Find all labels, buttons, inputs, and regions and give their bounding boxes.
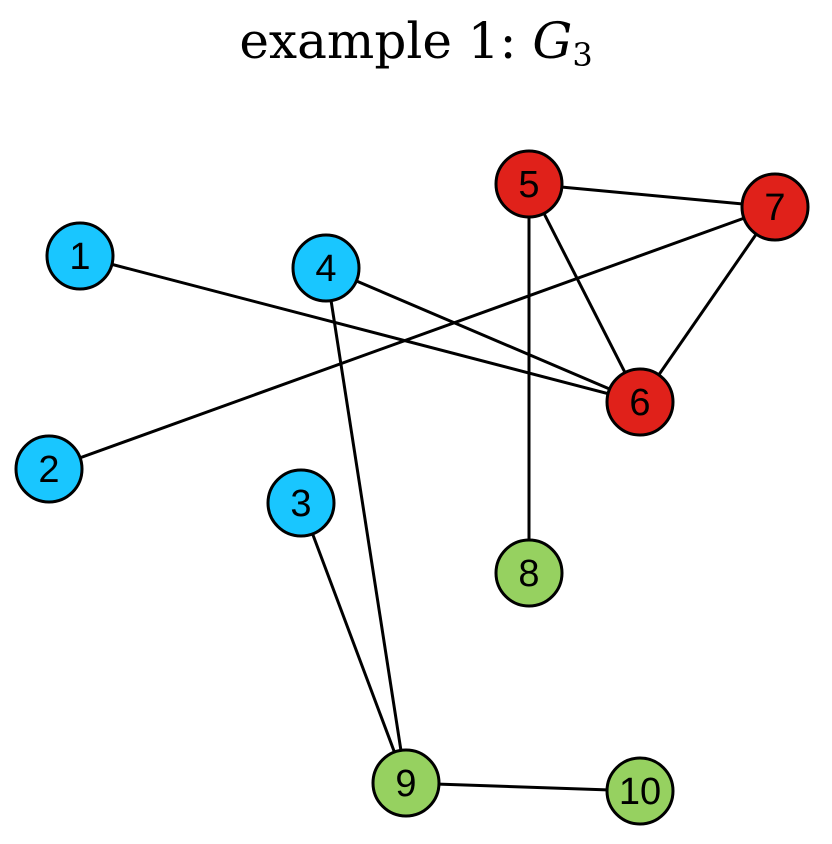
edge-5-7 (528, 182, 776, 209)
edge-3-9 (299, 502, 408, 784)
title-symbol: G (532, 12, 573, 70)
edge-4-6 (325, 266, 641, 404)
node-5-circle (494, 149, 564, 219)
node-2-label: 2 (38, 449, 59, 491)
edge-5-6 (527, 183, 642, 403)
node-8-label: 8 (518, 553, 539, 595)
node-8: 8 (494, 538, 564, 608)
node-3: 3 (266, 468, 336, 538)
node-5-label: 5 (518, 164, 539, 206)
node-4: 4 (291, 233, 361, 303)
node-9: 9 (371, 748, 441, 818)
node-3-label: 3 (290, 483, 311, 525)
node-8-circle (494, 538, 564, 608)
node-4-label: 4 (315, 248, 336, 290)
node-2: 2 (14, 434, 84, 504)
title-subscript: 3 (572, 36, 593, 74)
edge-7-6 (638, 206, 777, 403)
edge-9-10 (405, 781, 641, 793)
node-1-circle (45, 221, 115, 291)
node-10-circle (605, 756, 675, 826)
node-10: 10 (605, 756, 675, 826)
edge-1-6 (79, 254, 641, 404)
node-1: 1 (45, 221, 115, 291)
node-9-label: 9 (395, 763, 416, 805)
edge-7-2 (48, 205, 776, 471)
edge-4-9 (324, 267, 408, 784)
node-7-circle (740, 172, 810, 242)
node-4-circle (291, 233, 361, 303)
nodes-layer: 1 2 3 4 5 6 7 8 9 10 (14, 149, 810, 826)
node-6: 6 (605, 367, 675, 437)
diagram-title: example 1: G3 (0, 12, 832, 71)
node-1-label: 1 (69, 236, 90, 278)
node-2-circle (14, 434, 84, 504)
node-5: 5 (494, 149, 564, 219)
title-prefix: example 1: (239, 12, 533, 70)
node-6-label: 6 (629, 382, 650, 424)
node-6-circle (605, 367, 675, 437)
node-10-label: 10 (619, 771, 661, 813)
node-7: 7 (740, 172, 810, 242)
node-7-label: 7 (764, 187, 785, 229)
edges-layer (48, 182, 777, 793)
node-9-circle (371, 748, 441, 818)
node-3-circle (266, 468, 336, 538)
